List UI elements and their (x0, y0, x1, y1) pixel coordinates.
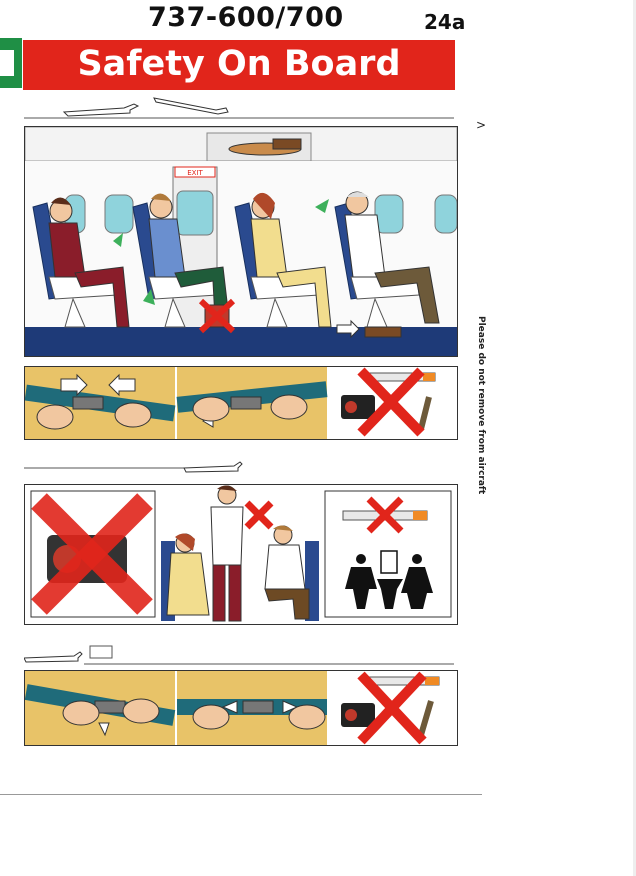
chevron-icon: > (476, 118, 487, 132)
arrow-left-icon (221, 700, 238, 714)
aircraft-model: 737-600/700 (148, 2, 344, 33)
seatbelt-buckle-icon (242, 700, 274, 714)
passenger-man (264, 525, 310, 620)
page-number: 24a (424, 10, 466, 34)
no-phone-icon (244, 500, 274, 530)
passenger-1 (48, 197, 130, 328)
side-note-text: Please do not remove from aircraft (476, 316, 486, 495)
section-divider-top (24, 97, 454, 119)
brand-tab (0, 38, 22, 88)
arrow-up-icon (113, 233, 123, 247)
airplane-icon (62, 103, 140, 117)
no-electronics-icon (31, 493, 153, 615)
side-note: Please do not remove from aircraft (474, 316, 488, 494)
arrow-right-icon (60, 373, 88, 397)
page-edge (633, 0, 636, 876)
airplane-icon (24, 651, 83, 663)
cabin-illustration: EXIT (24, 126, 458, 357)
page-title: Safety On Board (77, 44, 401, 84)
arrow-left-icon (108, 373, 136, 397)
no-electronics-icon (341, 671, 440, 745)
exit-sign: EXIT (187, 169, 203, 177)
seatbelt-buckle-icon (94, 700, 126, 714)
stowed-bag-icon (228, 138, 302, 156)
lavatory-icon (345, 550, 433, 609)
arrow-up-icon (315, 199, 329, 213)
seatbelt-panel-2 (24, 670, 458, 746)
cabin-scene: EXIT (24, 126, 458, 356)
flight-attendant (210, 485, 244, 622)
passenger-3 (250, 192, 332, 328)
seatbelt-buckle-icon (72, 396, 104, 410)
title-bar (23, 40, 455, 90)
no-bag-in-aisle-icon (198, 298, 236, 334)
section-divider-lower (24, 645, 454, 665)
arrow-up-icon (143, 289, 155, 305)
airplane-icon (153, 97, 229, 115)
seatbelt-buckle-icon (230, 396, 262, 410)
arrow-down-icon (98, 722, 110, 737)
no-electronics-icon (341, 367, 436, 437)
passenger-woman (166, 533, 210, 616)
passenger-4 (344, 191, 440, 324)
arrow-right-icon (282, 700, 299, 714)
section-divider-middle (24, 461, 243, 473)
airplane-icon (183, 461, 243, 473)
arrow-right-icon (336, 319, 360, 339)
page-bottom-line (0, 794, 482, 795)
conduct-panel (24, 484, 458, 625)
no-smoking-icon (342, 496, 428, 534)
seatbelt-panel-1 (24, 366, 458, 440)
